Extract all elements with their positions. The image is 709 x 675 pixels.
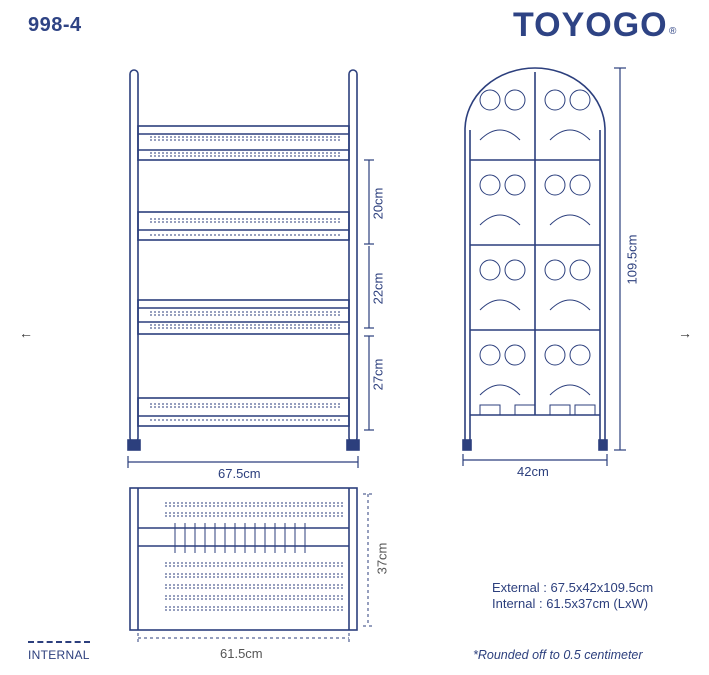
model-number: 998-4	[28, 14, 82, 36]
front-view	[127, 69, 360, 451]
internal-legend-label: INTERNAL	[28, 648, 90, 662]
registered-mark: ®	[669, 26, 677, 37]
side-width-label: 42cm	[517, 464, 549, 479]
front-slots	[150, 136, 340, 421]
front-width-label: 67.5cm	[218, 466, 261, 481]
rounding-note: *Rounded off to 0.5 centimeter	[473, 648, 643, 662]
shelf-gap-label-1: 20cm	[370, 187, 386, 220]
previous-arrow-icon[interactable]: ←	[19, 325, 33, 341]
side-scrollwork	[479, 89, 596, 416]
side-view	[462, 67, 608, 451]
side-dimension-lines	[462, 67, 626, 466]
top-internal-dimension-lines	[137, 493, 373, 643]
external-spec: External : 67.5x42x109.5cm	[492, 580, 654, 595]
side-height-label: 109.5cm	[624, 234, 640, 285]
top-view	[129, 487, 358, 631]
shelf-gap-label-3: 27cm	[370, 358, 386, 391]
brand-logo: TOYOGO	[513, 6, 668, 44]
top-slots	[165, 502, 345, 611]
internal-legend-dash	[28, 641, 90, 643]
spec-block: External : 67.5x42x109.5cm Internal : 61…	[492, 580, 653, 612]
front-dimension-lines	[127, 159, 374, 468]
internal-depth-label: 37cm	[374, 542, 390, 575]
internal-spec: Internal : 61.5x37cm (LxW)	[492, 596, 649, 611]
next-arrow-icon[interactable]: →	[678, 325, 692, 341]
internal-width-label: 61.5cm	[220, 646, 263, 661]
shelf-gap-label-2: 22cm	[370, 272, 386, 305]
